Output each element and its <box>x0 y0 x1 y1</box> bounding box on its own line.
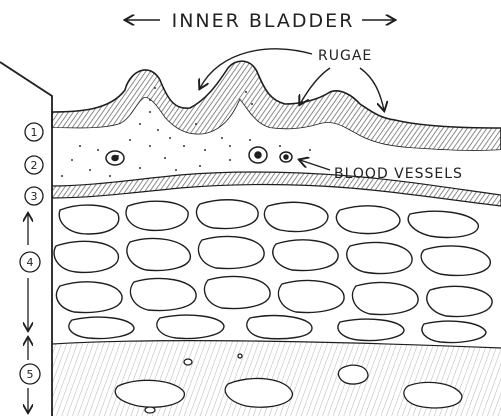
layer-2-number: 2 <box>31 159 38 172</box>
blood-vessels-label: BLOOD VESSELS <box>334 166 463 182</box>
layer-5-number: 5 <box>27 368 34 381</box>
rugae-arrow-3 <box>360 68 384 110</box>
layer-3-number: 3 <box>31 190 38 203</box>
inner-bladder-heading: INNER BLADDER <box>126 10 394 32</box>
layer-1-number: 1 <box>31 126 38 139</box>
layer-4-number: 4 <box>27 256 34 269</box>
cut-edge-line <box>0 62 52 416</box>
inner-bladder-label: INNER BLADDER <box>172 10 355 32</box>
muscle-cell-layer <box>54 200 492 343</box>
layer-number-column: 1 2 3 4 5 <box>20 123 43 412</box>
rugae-label: RUGAE <box>318 48 372 64</box>
